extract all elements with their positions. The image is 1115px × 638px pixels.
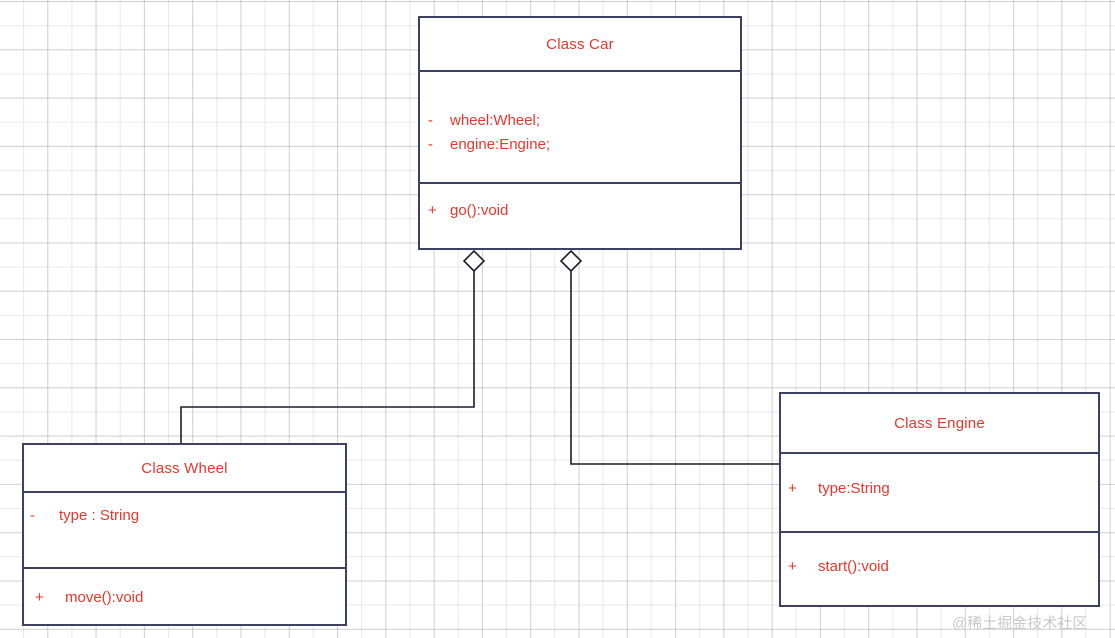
class-car-methods-compartment: + go():void [420,182,740,248]
class-car-title-compartment: Class Car [420,18,740,70]
attribute-row: - engine:Engine; [428,136,740,153]
visibility-marker: + [35,588,44,606]
aggregation-diamond-engine [559,249,583,273]
class-engine-title-compartment: Class Engine [781,394,1098,452]
attribute-name: engine:Engine; [450,136,551,153]
method-row: + start():void [788,558,1098,575]
attribute-row: + type:String [788,480,1098,497]
class-wheel-attributes-compartment: - type : String [24,491,345,566]
edge-car-wheel [180,249,486,443]
class-engine-methods-compartment: + start():void [781,530,1098,605]
method-name: go():void [450,202,509,219]
watermark: @稀土掘金技术社区 [952,615,1088,632]
visibility-marker: - [428,136,433,153]
attribute-row: - type : String [30,507,345,524]
class-wheel-title-compartment: Class Wheel [24,445,345,491]
method-row: + go():void [428,202,740,219]
visibility-marker: - [30,507,35,525]
visibility-marker: + [788,557,797,575]
attribute-name: type : String [59,507,140,525]
uml-class-car[interactable]: Class Car - wheel:Wheel; - engine:Engine… [418,16,742,250]
uml-class-engine[interactable]: Class Engine + type:String + start():voi… [779,392,1100,607]
class-wheel-title: Class Wheel [141,459,228,477]
visibility-marker: - [428,112,433,129]
aggregation-diamond-wheel [462,249,486,273]
class-engine-title: Class Engine [894,414,985,432]
attribute-name: wheel:Wheel; [450,112,541,129]
class-engine-attributes-compartment: + type:String [781,452,1098,530]
edge-car-engine [559,249,779,465]
method-name: start():void [818,557,889,575]
method-name: move():void [65,588,144,606]
method-row: + move():void [35,589,345,606]
uml-class-wheel[interactable]: Class Wheel - type : String + move():voi… [22,443,347,626]
visibility-marker: + [428,202,437,219]
class-wheel-methods-compartment: + move():void [24,566,345,625]
class-car-attributes-compartment: - wheel:Wheel; - engine:Engine; [420,70,740,182]
attribute-name: type:String [818,480,890,498]
class-car-title: Class Car [546,35,614,53]
visibility-marker: + [788,480,797,498]
attribute-row: - wheel:Wheel; [428,112,740,129]
